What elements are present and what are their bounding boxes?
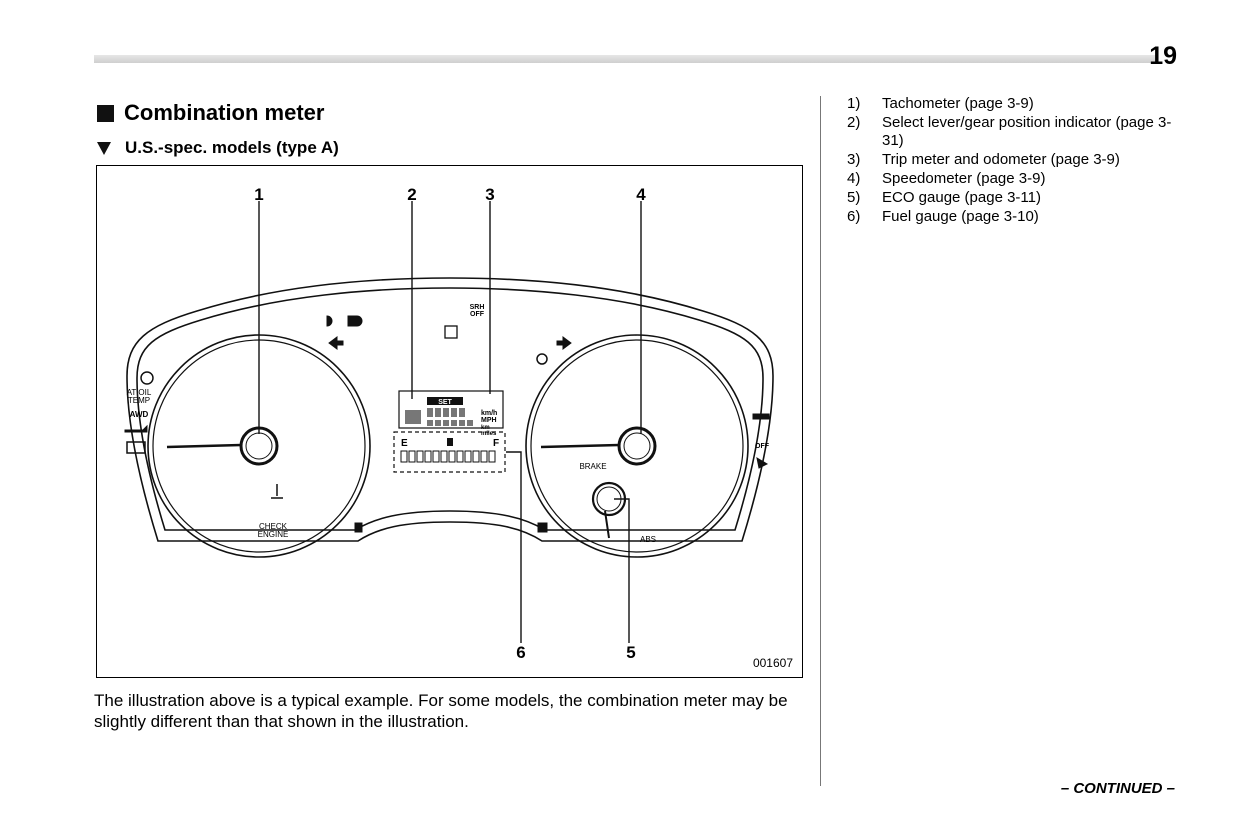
legend-item-number: 2) [847, 114, 861, 131]
figure-code: 001607 [753, 656, 793, 670]
legend-item-number: 4) [847, 170, 861, 187]
combination-meter-figure: SET km/h MPH km miles E F AT OIL TEMP AW… [96, 165, 803, 678]
fuel-pump-icon [447, 438, 453, 446]
low-fuel-icon [354, 522, 363, 533]
display-set-label: SET [438, 399, 452, 406]
brake-label: BRAKE [579, 462, 606, 471]
legend-item-number: 3) [847, 151, 861, 168]
header-rule [94, 55, 1156, 63]
vehicle-icon [752, 413, 770, 420]
cluster-inner-outline [136, 287, 764, 531]
abs-label: ABS [640, 535, 656, 544]
srh-label-2: OFF [470, 311, 485, 318]
speedometer-needle [540, 443, 620, 449]
legend-item: 6) Fuel gauge (page 3-10) [847, 208, 1177, 226]
airbag-icon [756, 456, 769, 469]
cruise-icon [536, 353, 548, 365]
triangle-down-icon [97, 141, 111, 155]
legend-item-text: ECO gauge (page 3-11) [882, 189, 1041, 206]
legend-item: 1) Tachometer (page 3-9) [847, 95, 1177, 113]
callout-4: 4 [636, 185, 646, 204]
legend-item-number: 5) [847, 189, 861, 206]
left-turn-arrow-icon [328, 336, 344, 350]
section-title-text: Combination meter [124, 100, 325, 125]
tpms-icon [140, 371, 154, 385]
callout-5: 5 [626, 643, 635, 662]
display-km-label: km [481, 425, 490, 431]
display-miles-label: miles [481, 431, 497, 437]
figure-caption: The illustration above is a typical exam… [94, 691, 788, 731]
display-mph-label: MPH [481, 417, 497, 424]
fog-light-icon [326, 315, 333, 327]
display-kmh-label: km/h [481, 410, 497, 417]
legend-item: 5) ECO gauge (page 3-11) [847, 189, 1177, 207]
subsection-title-text: U.S.-spec. models (type A) [125, 138, 339, 157]
page-number: 19 [1149, 42, 1177, 70]
eyesight-icon [444, 325, 458, 339]
right-turn-arrow-icon [556, 336, 572, 350]
continued-label: – CONTINUED – [1060, 780, 1175, 797]
battery-icon [126, 441, 146, 454]
section-title: Combination meter [97, 100, 324, 126]
speedometer-ring [525, 334, 749, 558]
check-engine-label-1: CHECK [259, 522, 288, 531]
legend-item-number: 1) [847, 95, 861, 112]
fuel-empty-label: E [401, 438, 408, 449]
legend-item: 4) Speedometer (page 3-9) [847, 170, 1177, 188]
section-square-icon [97, 104, 114, 122]
at-oil-temp-label-1: AT OIL [127, 388, 152, 397]
legend-item-text: Speedometer (page 3-9) [882, 170, 1046, 187]
eco-gauge-needle [604, 510, 610, 539]
cluster-outer-outline [126, 277, 774, 542]
fuel-gauge-display [393, 431, 506, 473]
combination-meter-illustration: SET km/h MPH km miles E F AT OIL TEMP AW… [124, 185, 793, 670]
oil-pressure-icon [124, 424, 148, 433]
legend-item: 2) Select lever/gear position indicator (… [847, 114, 1177, 150]
srh-label-1: SRH [470, 304, 485, 311]
legend-item-text: Tachometer (page 3-9) [882, 95, 1034, 112]
high-beam-icon [347, 315, 363, 327]
subsection-title: U.S.-spec. models (type A) [97, 138, 339, 158]
callout-line-5 [614, 498, 630, 643]
legend-item-text: Trip meter and odometer (page 3-9) [882, 151, 1120, 168]
legend-item-text: Select lever/gear position indicator (pa… [882, 114, 1172, 149]
callout-line-6 [506, 451, 522, 643]
vdc-off-label: OFF [755, 443, 770, 450]
at-oil-temp-label-2: TEMP [128, 396, 150, 405]
tachometer-needle [166, 443, 242, 449]
column-divider [820, 96, 821, 786]
check-engine-label-2: ENGINE [258, 530, 289, 539]
callout-3: 3 [485, 185, 494, 204]
legend-item-number: 6) [847, 208, 861, 225]
legend-item: 3) Trip meter and odometer (page 3-9) [847, 151, 1177, 169]
legend-item-text: Fuel gauge (page 3-10) [882, 208, 1039, 225]
seatbelt-icon [537, 522, 548, 533]
awd-label: AWD [130, 410, 149, 419]
callout-1: 1 [254, 185, 263, 204]
callout-6: 6 [516, 643, 525, 662]
legend-list: 1) Tachometer (page 3-9) 2) Select lever/g… [847, 95, 1177, 227]
callout-2: 2 [407, 185, 416, 204]
coolant-temp-icon [271, 484, 283, 499]
fuel-full-label: F [493, 438, 499, 449]
